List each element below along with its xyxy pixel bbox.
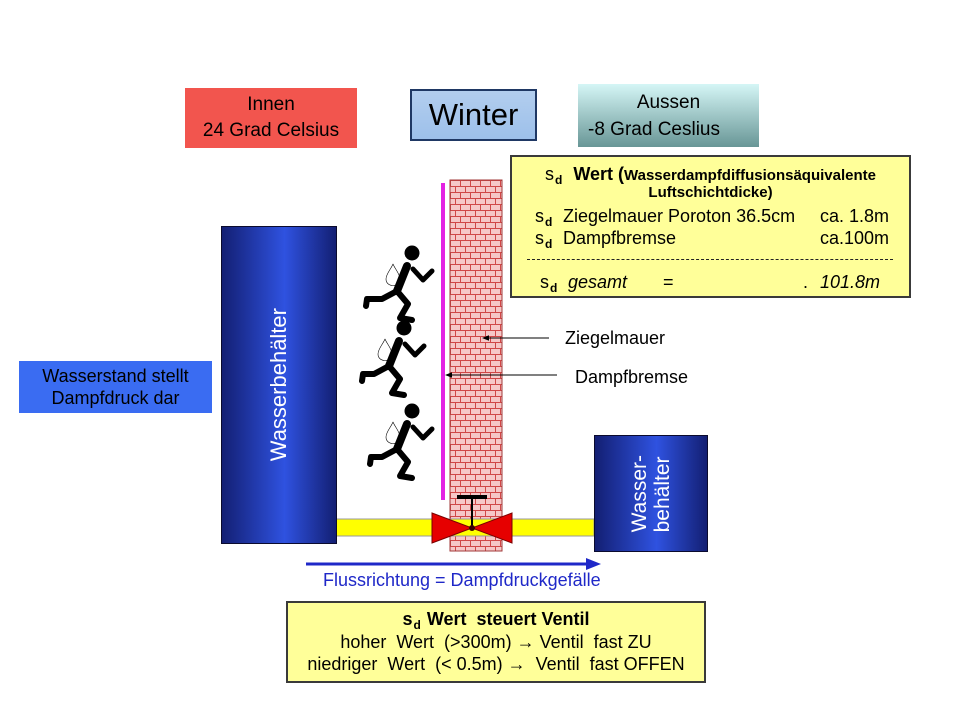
runner-head	[404, 245, 420, 261]
outside-label: Aussen	[636, 91, 701, 113]
drop-shape	[385, 421, 401, 444]
right-tank-label: Wasser- behälter	[628, 455, 674, 532]
sd-title-detail: Wasserdampfdiffusionsäquivalente	[624, 167, 876, 184]
sd-box-title: sd Wert (Wasserdampfdiffusionsäquivalente	[512, 162, 909, 187]
runner-torso	[385, 337, 403, 370]
sd-row-label: Dampfbremse	[563, 228, 677, 248]
sd-symbol-sub: d	[413, 617, 421, 632]
valve-icon	[431, 495, 513, 544]
left-tank-label: Wasserbehälter	[266, 308, 291, 462]
sd-title-line2: Luftschichtdicke)	[648, 184, 773, 201]
sd-symbol-base: s	[535, 206, 544, 226]
sd-total-equals: =	[663, 272, 674, 292]
sd-symbol-base: s	[402, 608, 413, 629]
leader-arrowhead	[445, 372, 452, 378]
drop-highlight	[381, 350, 384, 356]
sd-row-symbol: sd	[535, 205, 553, 229]
sd-symbol-base: s	[535, 228, 544, 248]
water-level-note-line2: Dampfdruck dar	[51, 388, 180, 408]
runner-front-leg	[394, 288, 415, 323]
flow-direction-label: Flussrichtung = Dampfdruckgefälle	[323, 570, 601, 590]
sd-symbol-sub: d	[554, 173, 563, 187]
sd-symbol-sub: d	[550, 281, 558, 295]
valve-control-box: sd Wert steuert Ventil hoher Wert (>300m)…	[286, 601, 706, 683]
drop-highlight	[389, 433, 392, 439]
drop-shape	[377, 338, 393, 361]
inside-temperature-box: Innen 24 Grad Celsius	[185, 88, 357, 148]
water-level-note-line1: Wasserstand stellt	[42, 366, 189, 386]
runner-front-leg	[394, 446, 415, 481]
runner-back-leg	[363, 288, 400, 309]
runner-head	[404, 403, 420, 419]
right-tank-label-line1: Wasser-	[628, 454, 651, 533]
right-tank-label-line2: behälter	[651, 456, 674, 533]
valve-box-title: sd Wert steuert Ventil	[402, 609, 589, 633]
water-drop-icon	[377, 338, 393, 361]
water-drop-icon	[385, 263, 401, 286]
brick-wall	[449, 179, 503, 552]
vapor-barrier-label: Dampfbremse	[575, 367, 689, 387]
drop-highlight	[389, 275, 392, 281]
valve-box-title-text: Wert steuert Ventil	[426, 608, 590, 629]
right-water-tank: Wasser- behälter	[594, 435, 708, 552]
sd-symbol-base: s	[544, 164, 554, 184]
flow-arrow-head	[586, 558, 601, 570]
water-level-note: Wasserstand stellt Dampfdruck dar	[19, 361, 212, 413]
runner-icon	[363, 245, 435, 323]
runner-torso	[393, 420, 411, 453]
valve-right-wing	[470, 512, 513, 544]
sd-row-symbol: sd	[535, 227, 553, 251]
valve-left-wing	[431, 512, 474, 544]
valve-box-high: hoher Wert (>300m) → Ventil fast ZU	[340, 632, 652, 653]
valve-center	[469, 525, 475, 531]
runner-arm	[402, 341, 427, 358]
runner-arm	[410, 424, 435, 441]
runner-torso	[393, 262, 411, 295]
runner-head	[396, 320, 412, 336]
runner-back-leg	[359, 363, 392, 384]
sd-symbol-sub: d	[545, 237, 553, 251]
season-box: Winter	[410, 89, 537, 141]
runner-front-leg	[386, 363, 407, 398]
flow-direction-arrow	[306, 558, 601, 570]
water-drop-icon	[385, 421, 401, 444]
season-label: Winter	[428, 97, 519, 132]
sd-symbol-base: s	[540, 272, 549, 292]
sd-row-value: ca.100m	[819, 228, 889, 248]
sd-total-symbol: sd	[540, 271, 558, 295]
valve-box-low: niedriger Wert (< 0.5m) → Ventil fast OF…	[307, 653, 685, 674]
sd-symbol-sub: d	[545, 215, 553, 229]
runner-back-leg	[367, 446, 400, 467]
outside-temperature: -8 Grad Ceslius	[588, 118, 720, 140]
sd-total-value: 101.8m	[820, 272, 881, 292]
sd-title-main: Wert (	[573, 164, 624, 184]
sd-row-label: Ziegelmauer Poroton 36.5cm	[563, 206, 796, 226]
sd-total-label: gesamt	[568, 272, 628, 292]
sd-separator-line	[527, 259, 893, 260]
valve-handle	[457, 495, 487, 499]
left-water-tank: Wasserbehälter	[221, 226, 337, 544]
outside-temperature-box: Aussen -8 Grad Ceslius	[578, 84, 759, 147]
inside-temperature: 24 Grad Celsius	[202, 120, 340, 141]
vapor-barrier-line	[441, 183, 445, 500]
inside-label: Innen	[247, 94, 295, 115]
runner-arm	[410, 266, 435, 283]
runner-icon	[367, 403, 435, 481]
brick-wall-label: Ziegelmauer	[565, 328, 666, 348]
sd-row-value: ca. 1.8m	[819, 206, 889, 226]
sd-total-dot: .	[803, 272, 809, 292]
dampfbremse-leader-line	[445, 372, 557, 378]
runner-icon	[359, 320, 427, 398]
drop-shape	[385, 263, 401, 286]
ziegelmauer-leader-line	[482, 335, 549, 341]
leader-arrowhead	[482, 335, 489, 341]
